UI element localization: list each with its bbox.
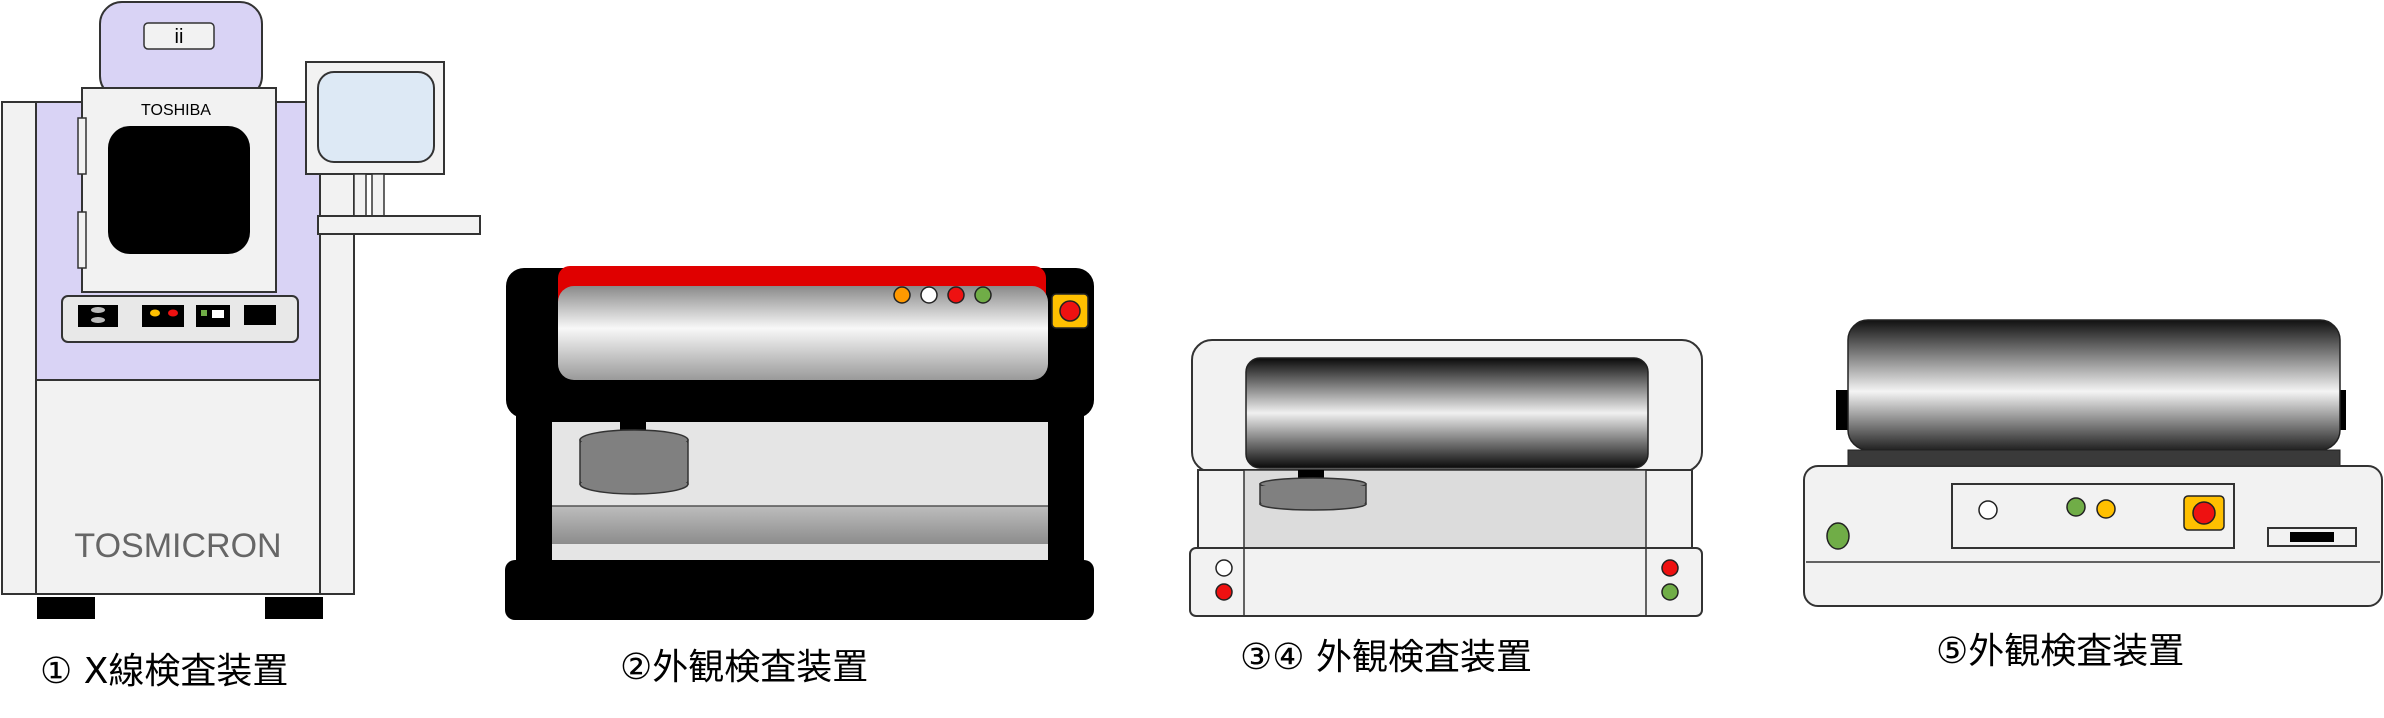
top-badge-label: ii [175, 26, 184, 48]
door-hinge [77, 211, 87, 269]
chrome-cover [558, 286, 1048, 380]
camera-unit-mask [581, 442, 687, 482]
red-lamp [168, 309, 178, 317]
chrome-cover [1245, 357, 1649, 469]
green-indicator [201, 310, 207, 316]
caption-xray: ① X線検査装置 [40, 651, 288, 692]
control-display [78, 305, 118, 327]
right-side-panel [319, 101, 355, 595]
monitor-stand [371, 173, 385, 217]
cover-stripe [1847, 449, 2341, 467]
card-slot-opening [2290, 532, 2334, 542]
control-display [244, 305, 276, 325]
left-side-panel [1, 101, 37, 595]
indicator-light [91, 317, 105, 323]
door-hinge [77, 117, 87, 175]
control-display [142, 305, 184, 327]
machine-foot [37, 597, 95, 619]
visual-inspection-machine-5 [1803, 319, 2383, 607]
chrome-cover [1847, 319, 2341, 451]
keyboard-shelf [317, 215, 481, 235]
machine-base [505, 560, 1094, 620]
yellow-lamp [150, 309, 160, 317]
machine-foot [265, 597, 323, 619]
conveyor-slot [552, 506, 1048, 544]
side-handle [1836, 390, 1850, 430]
monitor-stand [353, 173, 367, 217]
green-lamp [1661, 583, 1679, 601]
machine-base [1189, 547, 1703, 617]
brand-bottom: TOSMICRON [74, 527, 281, 565]
top-badge [143, 22, 215, 50]
emergency-stop-button [2192, 501, 2216, 525]
red-lamp [1215, 583, 1233, 601]
viewing-window [108, 126, 250, 254]
caption-visual-2: ②外観検査装置 [620, 647, 868, 688]
caption-visual-5: ⑤外観検査装置 [1936, 631, 2184, 672]
caption-visual-34: ③④ 外観検査装置 [1240, 637, 1532, 678]
red-lamp [1661, 559, 1679, 577]
red-lamp [947, 286, 965, 304]
yellow-lamp [2096, 499, 2116, 519]
white-indicator [212, 310, 224, 318]
xray-inspection-machine: ii TOSMICRON TOSHIBA [1, 1, 481, 619]
brand-top: TOSHIBA [141, 102, 211, 119]
green-lamp [2066, 497, 2086, 517]
camera-unit-mask [1261, 486, 1365, 503]
white-lamp [1978, 500, 1998, 520]
orange-lamp [893, 286, 911, 304]
monitor-screen [317, 71, 435, 163]
emergency-stop-button [1059, 300, 1081, 322]
green-lamp [1826, 522, 1850, 550]
visual-inspection-machine-34 [1189, 339, 1703, 617]
green-lamp [974, 286, 992, 304]
indicator-light [91, 307, 105, 313]
lower-cabinet [35, 379, 321, 595]
top-hood [99, 1, 263, 99]
white-lamp [920, 286, 938, 304]
visual-inspection-machine-2 [505, 266, 1094, 620]
white-lamp [1215, 559, 1233, 577]
